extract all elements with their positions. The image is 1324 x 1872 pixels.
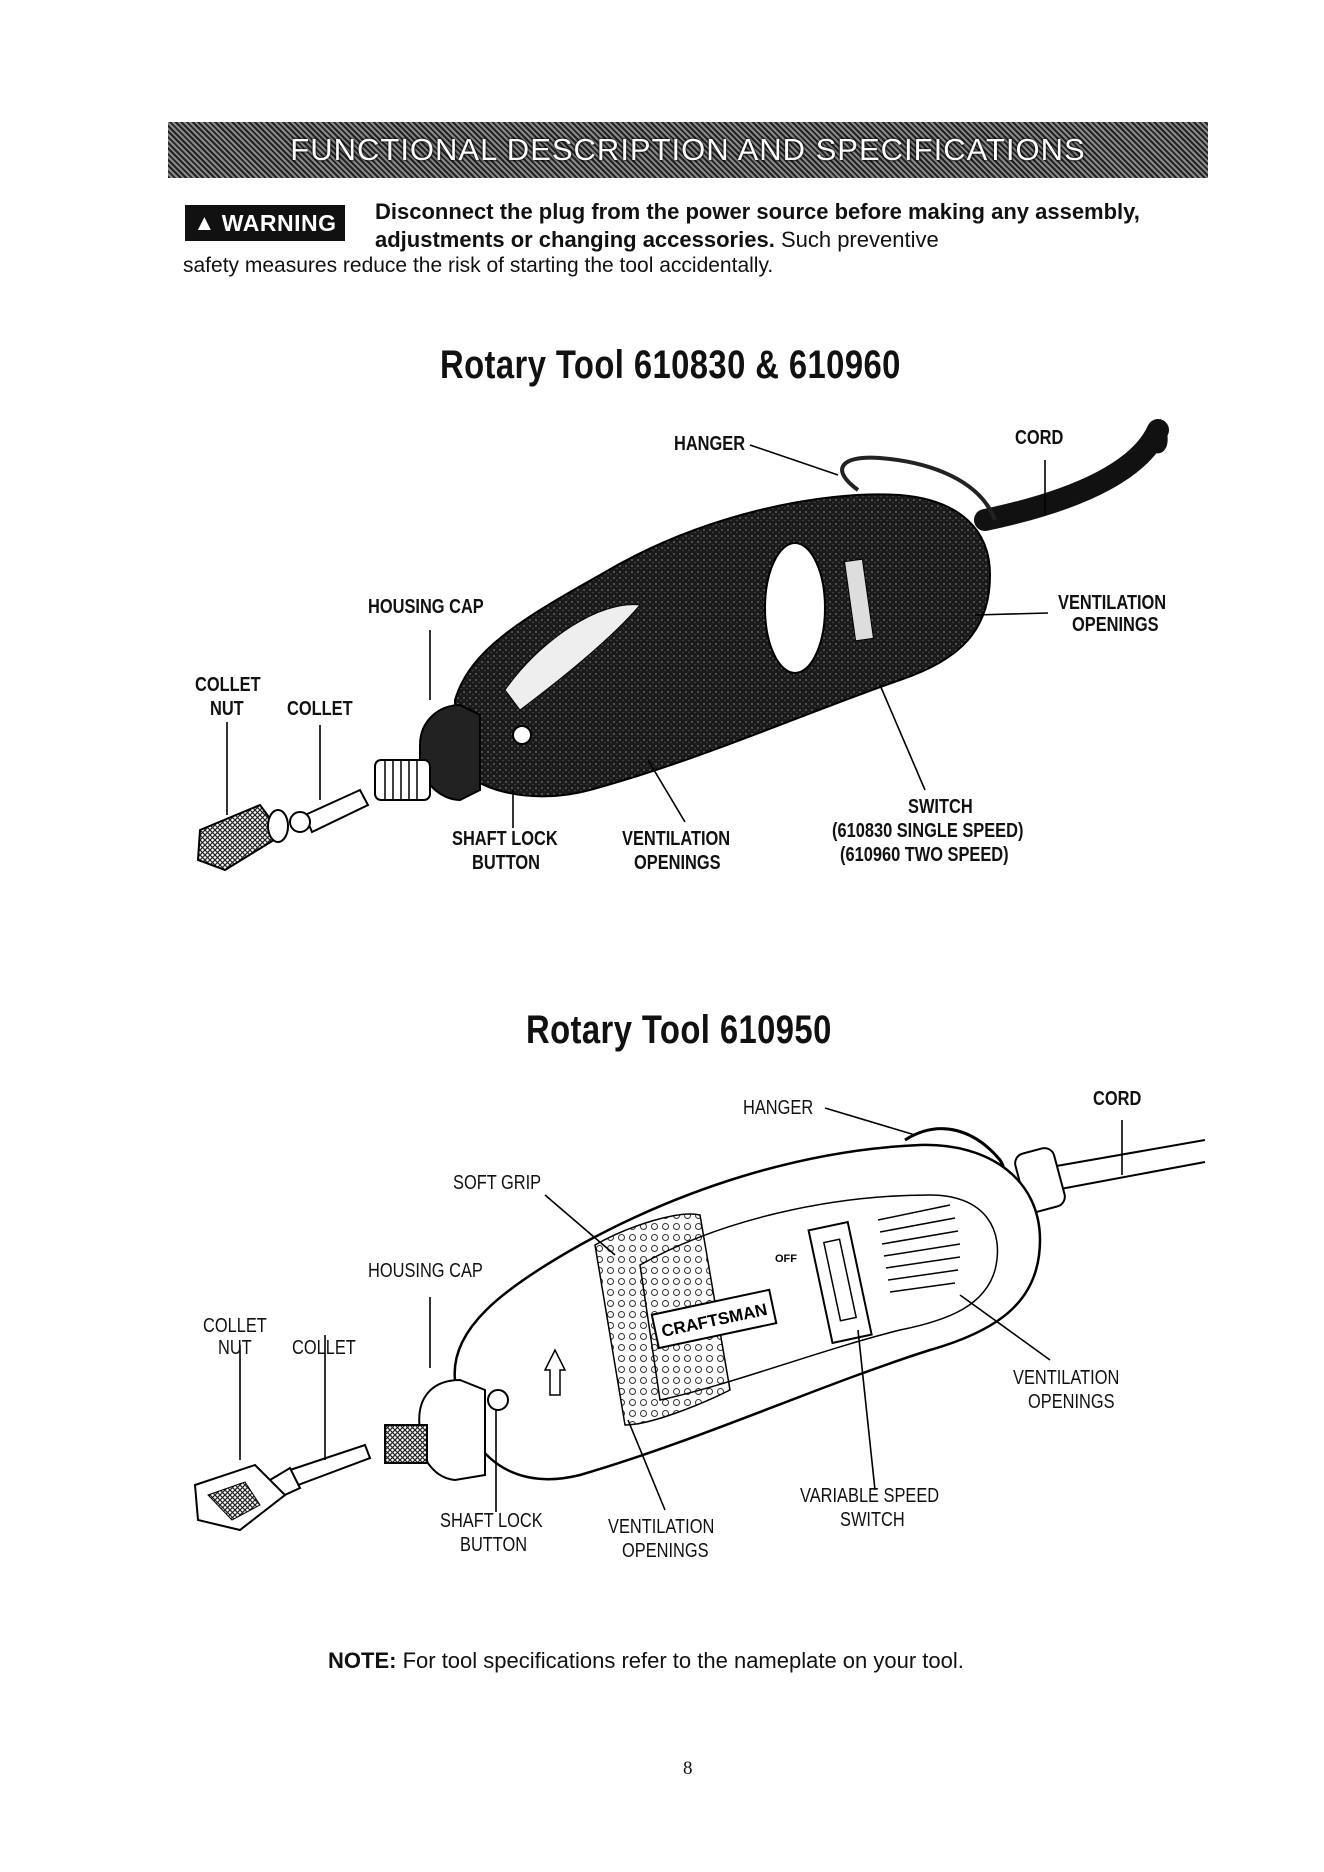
label-cord-1: CORD [1015, 427, 1064, 449]
label-hanger-1: HANGER [674, 433, 746, 455]
collet-1 [303, 788, 370, 834]
label-ventilation-right-2a: VENTILATION [1013, 1367, 1120, 1389]
note-label: NOTE: [328, 1648, 397, 1673]
label-shaft-lock-2a: SHAFT LOCK [440, 1510, 543, 1532]
label-collet-nut-1a: COLLET [195, 674, 261, 696]
label-variable-speed-a: VARIABLE SPEED [800, 1485, 940, 1507]
page-number: 8 [683, 1758, 693, 1779]
label-ventilation-bottom-1b: OPENINGS [634, 852, 721, 874]
label-variable-speed-b: SWITCH [840, 1509, 905, 1531]
warning-badge-label: WARNING [221, 209, 337, 236]
hanger-1 [840, 455, 997, 521]
tool-2-drawing: CRAFTSMAN OFF [193, 1127, 1206, 1532]
label-housing-cap-1: HOUSING CAP [368, 596, 484, 618]
label-ventilation-bottom-1a: VENTILATION [622, 828, 731, 850]
tool-1-drawing [196, 419, 1169, 872]
label-ventilation-right-1b: OPENINGS [1072, 614, 1159, 636]
note: NOTE: For tool specifications refer to t… [328, 1648, 964, 1674]
label-shaft-lock-2b: BUTTON [460, 1534, 528, 1556]
label-shaft-lock-1a: SHAFT LOCK [452, 828, 558, 850]
warning-rest-text: Such preventive [780, 227, 939, 252]
collet-2 [288, 1443, 372, 1487]
figure2-title: Rotary Tool 610950 [526, 1008, 832, 1052]
label-soft-grip: SOFT GRIP [453, 1172, 542, 1194]
label-switch-1a: SWITCH [908, 796, 973, 818]
label-collet-2: COLLET [292, 1337, 356, 1359]
label-collet-nut-2a: COLLET [203, 1315, 267, 1337]
figure1-title: Rotary Tool 610830 & 610960 [440, 343, 901, 387]
section-title: FUNCTIONAL DESCRIPTION AND SPECIFICATION… [290, 132, 1086, 167]
label-ventilation-bottom-2a: VENTILATION [608, 1516, 715, 1538]
cord-1 [974, 419, 1169, 531]
warning-line-3: safety measures reduce the risk of start… [183, 254, 774, 277]
label-collet-nut-2b: NUT [218, 1337, 252, 1359]
label-hanger-2: HANGER [743, 1097, 814, 1119]
label-switch-1c: (610960 TWO SPEED) [840, 844, 1009, 866]
warning-text: Disconnect the plug from the power sourc… [375, 198, 1175, 254]
tool-1-body [454, 493, 992, 798]
note-text: For tool specifications refer to the nam… [402, 1648, 964, 1673]
label-shaft-lock-1b: BUTTON [472, 852, 541, 874]
warning-bold-text: Disconnect the plug from the power sourc… [375, 199, 1140, 252]
label-ventilation-right-1a: VENTILATION [1058, 592, 1167, 614]
warning-triangle-icon: ▲ [193, 210, 216, 235]
label-ventilation-bottom-2b: OPENINGS [622, 1540, 709, 1562]
label-housing-cap-2: HOUSING CAP [368, 1260, 483, 1282]
figure1-leaders [226, 444, 1049, 828]
label-collet-1: COLLET [287, 698, 353, 720]
label-cord-2: CORD [1093, 1088, 1142, 1110]
section-banner: FUNCTIONAL DESCRIPTION AND SPECIFICATION… [168, 122, 1208, 178]
warning-badge: ▲ WARNING [185, 205, 345, 241]
collet-nut-1 [196, 803, 284, 872]
label-collet-nut-1b: NUT [210, 698, 244, 720]
label-ventilation-right-2b: OPENINGS [1028, 1391, 1115, 1413]
brand-plate [650, 1288, 778, 1350]
figure2-leaders [239, 1107, 1123, 1512]
off-label: OFF [775, 1253, 797, 1265]
label-switch-1b: (610830 SINGLE SPEED) [832, 820, 1024, 842]
